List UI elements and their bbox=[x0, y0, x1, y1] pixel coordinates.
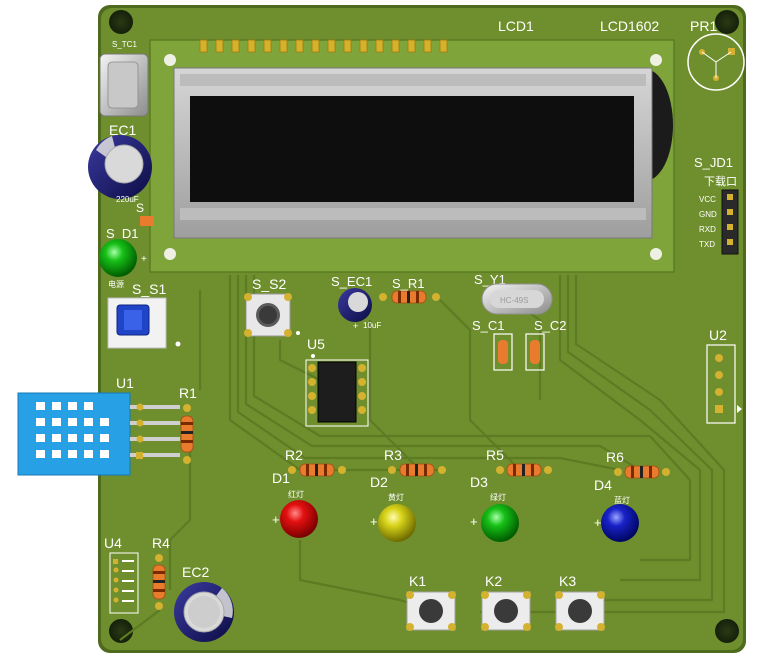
d3-label: D3 bbox=[470, 474, 488, 490]
d1-plus: + bbox=[272, 512, 280, 527]
reset-button-s-s2[interactable]: S_S2 bbox=[244, 276, 300, 337]
s-ec1-plus: + bbox=[353, 321, 358, 331]
capacitor-s-c2: S_C2 bbox=[525, 318, 567, 371]
download-port-label: 下载口 bbox=[704, 175, 737, 188]
d3-sub: 绿灯 bbox=[490, 492, 506, 502]
s-ec1-label: S_EC1 bbox=[331, 274, 372, 289]
r2-label: R2 bbox=[285, 447, 303, 463]
resistor-r1: R1 bbox=[179, 385, 197, 464]
resistor-s-r1: S_R1 bbox=[379, 276, 440, 304]
led-d3-green: D3 绿灯 + bbox=[470, 474, 519, 542]
crystal-text: HC-49S bbox=[500, 296, 528, 305]
s-jd1-label: S_JD1 bbox=[694, 155, 733, 170]
led-d1-red: D1 红灯 + bbox=[272, 470, 318, 538]
lcd-header-pins bbox=[199, 39, 448, 53]
capacitor-ec2: EC2 bbox=[174, 564, 234, 642]
r5-label: R5 bbox=[486, 447, 504, 463]
jd1-pin-vcc: VCC bbox=[699, 195, 716, 204]
d4-sub: 蓝灯 bbox=[614, 495, 630, 505]
usb-c-connector: S_TC1 bbox=[99, 40, 149, 117]
ec1-label: EC1 bbox=[109, 122, 136, 138]
d2-sub: 黄灯 bbox=[388, 492, 404, 502]
resistor-r2: R2 bbox=[285, 447, 346, 477]
u4-label: U4 bbox=[104, 535, 122, 551]
power-switch-s-s1: S_S1 bbox=[107, 281, 181, 349]
mounting-holes bbox=[109, 10, 739, 643]
ec2-label: EC2 bbox=[182, 564, 209, 580]
s-c1-label: S_C1 bbox=[472, 318, 505, 333]
crystal-s-y1: S_Y1 HC-49S bbox=[474, 272, 553, 315]
sensor-u1: U1 bbox=[17, 375, 180, 476]
pr1-label: PR1 bbox=[690, 18, 717, 34]
ic-u5: U5 bbox=[305, 336, 369, 427]
capacitor-ec1: EC1 220uF S bbox=[88, 122, 154, 226]
s-d1-plus: + bbox=[141, 254, 147, 265]
r4-label: R4 bbox=[152, 535, 170, 551]
jd1-pin-gnd: GND bbox=[699, 210, 717, 219]
jd1-pin-txd: TXD bbox=[699, 240, 715, 249]
d4-label: D4 bbox=[594, 477, 612, 493]
s-d1-sub: 电源 bbox=[108, 279, 124, 289]
s-s1-label: S_S1 bbox=[132, 281, 166, 297]
u5-label: U5 bbox=[307, 336, 325, 352]
r3-label: R3 bbox=[384, 447, 402, 463]
lcd-model-label: LCD1602 bbox=[600, 18, 659, 34]
photoresistor-pr1: PR1 bbox=[687, 18, 745, 91]
s-partial-label: S bbox=[136, 201, 144, 215]
button-k1[interactable]: K1 bbox=[406, 573, 456, 631]
s-s2-label: S_S2 bbox=[252, 276, 286, 292]
s-d1-label: S_D1 bbox=[106, 226, 139, 241]
d1-sub: 红灯 bbox=[288, 489, 304, 499]
u1-label: U1 bbox=[116, 375, 134, 391]
header-u2: U2 bbox=[706, 327, 742, 424]
d2-plus: + bbox=[370, 514, 378, 529]
lcd1602-module: LCD1 LCD1602 bbox=[149, 18, 675, 273]
button-k3[interactable]: K3 bbox=[555, 573, 605, 631]
k1-label: K1 bbox=[409, 573, 426, 589]
d4-plus: + bbox=[594, 515, 602, 530]
k2-label: K2 bbox=[485, 573, 502, 589]
s-y1-label: S_Y1 bbox=[474, 272, 506, 287]
usb-label: S_TC1 bbox=[112, 40, 137, 49]
header-u4: U4 bbox=[104, 535, 139, 614]
d2-label: D2 bbox=[370, 474, 388, 490]
s-ec1-value: 10uF bbox=[363, 321, 381, 330]
resistor-r5: R5 bbox=[486, 447, 552, 477]
k3-label: K3 bbox=[559, 573, 576, 589]
r6-label: R6 bbox=[606, 449, 624, 465]
d3-plus: + bbox=[470, 514, 478, 529]
s-c2-label: S_C2 bbox=[534, 318, 567, 333]
capacitor-s-ec1: S_EC1 + 10uF bbox=[331, 274, 381, 331]
lcd-screen bbox=[190, 96, 634, 202]
button-k2[interactable]: K2 bbox=[481, 573, 531, 631]
s-r1-label: S_R1 bbox=[392, 276, 425, 291]
resistor-r3: R3 bbox=[384, 447, 446, 477]
power-led-s-d1: S_D1 + 电源 bbox=[99, 226, 147, 289]
d1-label: D1 bbox=[272, 470, 290, 486]
resistor-r6: R6 bbox=[606, 449, 670, 479]
resistor-r4: R4 bbox=[152, 535, 170, 610]
jd1-pin-rxd: RXD bbox=[699, 225, 716, 234]
u2-label: U2 bbox=[709, 327, 727, 343]
capacitor-s-c1: S_C1 bbox=[472, 318, 513, 371]
led-d2-yellow: D2 黄灯 + bbox=[370, 474, 416, 542]
lcd1-label: LCD1 bbox=[498, 18, 534, 34]
led-d4-blue: D4 蓝灯 + bbox=[594, 477, 639, 542]
r1-label: R1 bbox=[179, 385, 197, 401]
download-header-s-jd1: S_JD1 下载口 VCC GND RXD TXD bbox=[694, 155, 739, 255]
ec1-value: 220uF bbox=[116, 195, 139, 204]
